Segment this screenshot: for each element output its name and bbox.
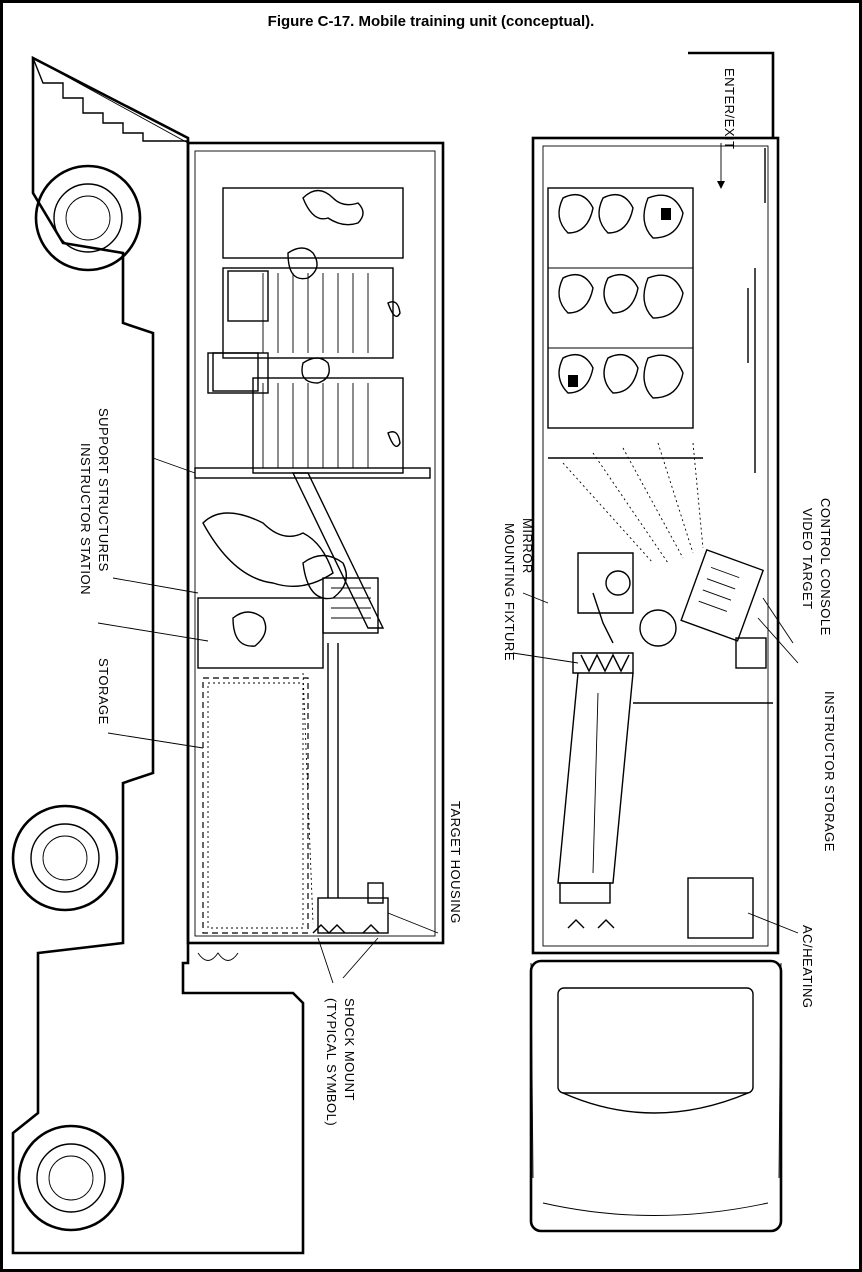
cab-top-view xyxy=(529,959,783,1233)
label-mounting-fixture: MOUNTING FIXTURE xyxy=(502,523,517,661)
leader-video-target xyxy=(757,617,799,664)
label-instructor-station: INSTRUCTOR STATION xyxy=(78,443,93,595)
top-trailer-box xyxy=(531,136,780,955)
target-rail xyxy=(291,472,385,629)
video-target-box xyxy=(735,637,767,669)
trailer-box xyxy=(186,141,445,945)
label-shock-mount: SHOCK MOUNT xyxy=(342,998,357,1101)
storage-edge xyxy=(302,672,314,924)
label-mirror: MIRROR xyxy=(520,518,535,574)
figure-title: Figure C-17. Mobile training unit (conce… xyxy=(267,13,595,30)
cab-diagonal xyxy=(32,57,189,144)
shock-mount-symbols xyxy=(197,924,380,961)
label-ac-heating: AC/HEATING xyxy=(800,925,815,1009)
target-housing-box xyxy=(317,897,389,934)
truck-body-outline xyxy=(11,55,305,1255)
label-target-housing: TARGET HOUSING xyxy=(448,801,463,924)
label-instructor-storage: INSTRUCTOR STORAGE xyxy=(822,691,837,852)
leader-mirror xyxy=(522,592,549,604)
top-trailer-inner xyxy=(542,145,769,947)
mobile-training-unit-diagram: SUPPORT STRUCTURES INSTRUCTOR STATION ST… xyxy=(11,51,837,1255)
label-support-structures: SUPPORT STRUCTURES xyxy=(96,408,111,572)
control-console xyxy=(680,548,767,669)
leader-shock-mount xyxy=(317,937,379,984)
leader-support-structures xyxy=(152,457,196,474)
label-enter-exit: ENTER/EXIT xyxy=(722,68,737,150)
top-view-trailer xyxy=(512,51,799,1233)
leader-ac-heating xyxy=(747,912,799,934)
trainee-stations xyxy=(207,187,404,474)
ac-heating-unit xyxy=(687,877,754,939)
leader-mounting-fixture xyxy=(512,652,579,664)
leader-instructor-station-2 xyxy=(97,622,209,642)
label-video-target: VIDEO TARGET xyxy=(800,508,815,610)
trainee-seating-top xyxy=(547,187,694,429)
leader-instructor-station xyxy=(112,577,199,594)
wheel-middle xyxy=(11,804,119,912)
mirror-rail xyxy=(557,652,634,929)
storage-area xyxy=(202,677,309,934)
wheel-rear xyxy=(17,1124,125,1232)
target-track xyxy=(327,643,339,898)
label-storage: STORAGE xyxy=(96,658,111,725)
instructor-top xyxy=(577,552,677,647)
leader-control-console xyxy=(762,597,794,644)
storage-inner xyxy=(207,682,304,929)
label-control-console: CONTROL CONSOLE xyxy=(818,498,833,636)
leader-storage xyxy=(107,732,204,749)
side-view-truck xyxy=(11,55,445,1255)
leader-target-housing xyxy=(387,912,439,934)
wheel-front xyxy=(34,164,142,272)
entry-tab xyxy=(688,51,775,138)
top-wall-trim xyxy=(754,148,766,473)
target-housing-cap xyxy=(367,882,384,904)
sight-lines xyxy=(562,442,704,564)
trailer-inner-wall xyxy=(194,150,436,937)
cab-step-profile xyxy=(32,57,188,142)
arrow-enter-exit xyxy=(717,181,725,189)
label-shock-mount-typical: (TYPICAL SYMBOL) xyxy=(324,998,339,1126)
instructor-station xyxy=(197,512,379,669)
